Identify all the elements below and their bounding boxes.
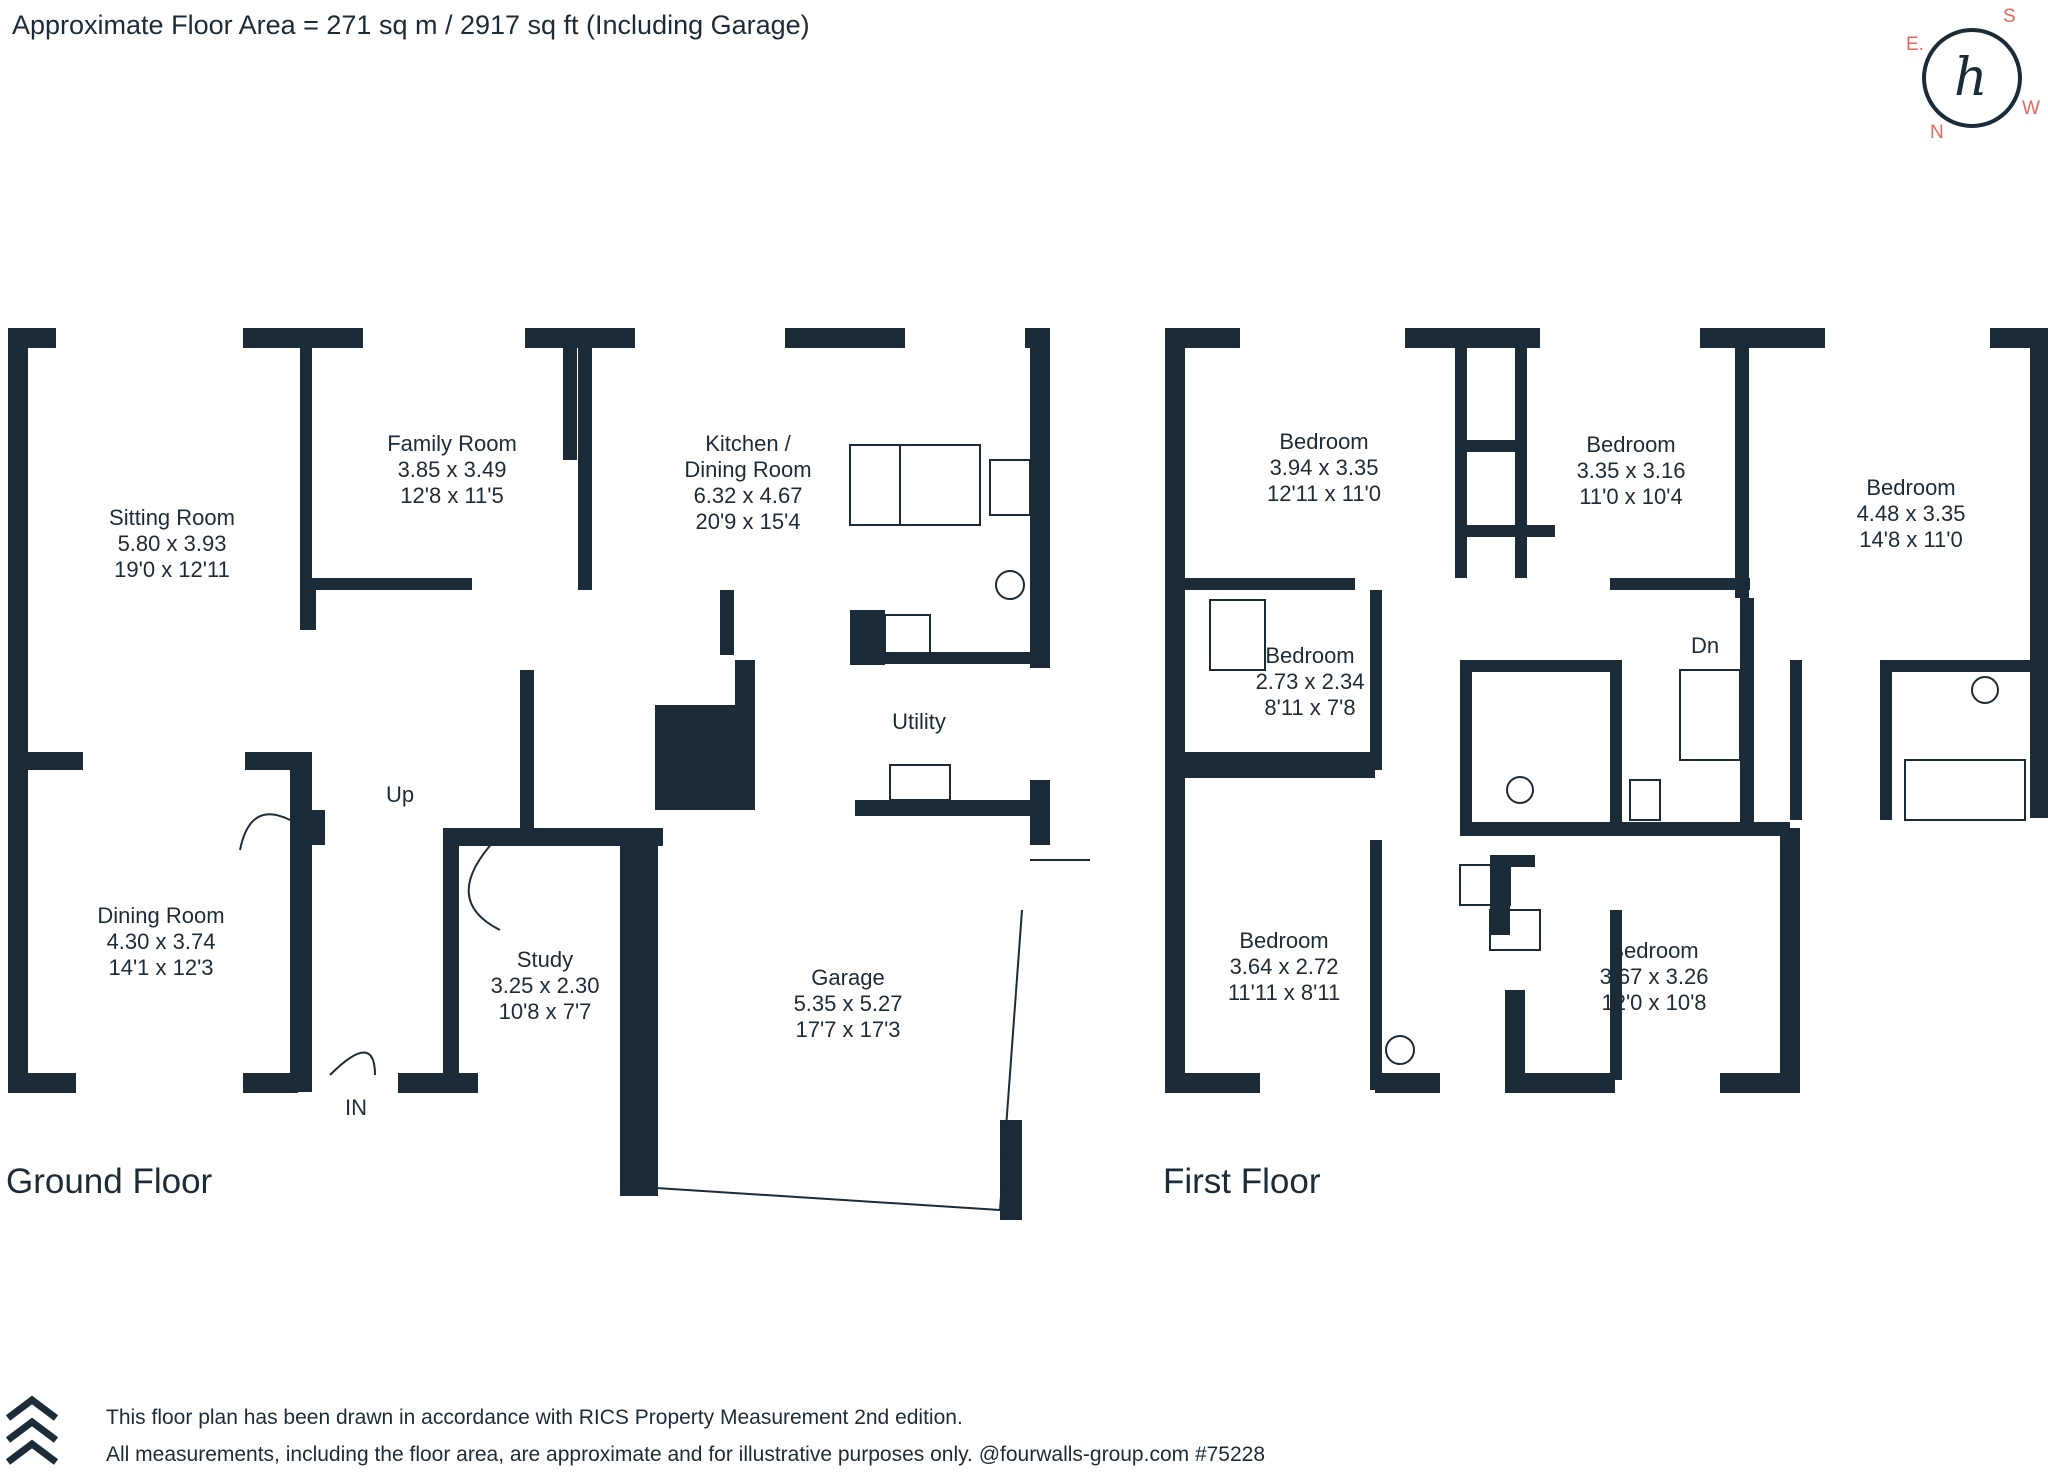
room-family-imperial: 12'8 x 11'5 (400, 483, 503, 508)
bedroom-5-imperial: 11'11 x 8'11 (1228, 980, 1340, 1005)
room-kitchen-name: Kitchen / (705, 431, 791, 456)
bedroom-3-name: Bedroom (1866, 475, 1955, 500)
footer-disclaimer: All measurements, including the floor ar… (106, 1443, 1266, 1466)
room-family-name: Family Room (387, 431, 517, 456)
fourwalls-logo-icon (5, 1395, 59, 1465)
room-garage-imperial: 17'7 x 17'3 (795, 1017, 900, 1042)
bedroom-3-imperial: 14'8 x 11'0 (1859, 527, 1962, 552)
brand-h-logo: h (1954, 48, 1988, 108)
compass-west: W (2022, 98, 2040, 119)
floor-area-heading: Approximate Floor Area = 271 sq m / 2917… (12, 10, 810, 40)
room-garage-metric: 5.35 x 5.27 (794, 991, 903, 1016)
entrance-label: IN (345, 1095, 367, 1120)
first-floor-room-labels: Bedroom 3.94 x 3.35 12'11 x 11'0 Bedroom… (1228, 429, 1966, 1015)
room-family-metric: 3.85 x 3.49 (398, 457, 507, 482)
ground-floor-details (239, 444, 1090, 1211)
bedroom-1-imperial: 12'11 x 11'0 (1267, 481, 1381, 506)
bedroom-1-name: Bedroom (1279, 429, 1368, 454)
first-floor-walls (1165, 328, 2048, 1093)
bedroom-2-name: Bedroom (1586, 432, 1675, 457)
compass-ring (1922, 28, 2022, 128)
bedroom-1-metric: 3.94 x 3.35 (1270, 455, 1379, 480)
bedroom-3-metric: 4.48 x 3.35 (1857, 501, 1966, 526)
footer-rics-note: This floor plan has been drawn in accord… (106, 1406, 963, 1429)
room-kitchen-name2: Dining Room (684, 457, 811, 482)
room-dining-imperial: 14'1 x 12'3 (108, 955, 213, 980)
room-sitting-metric: 5.80 x 3.93 (118, 531, 227, 556)
bedroom-2-imperial: 11'0 x 10'4 (1579, 484, 1682, 509)
bedroom-4-metric: 2.73 x 2.34 (1256, 669, 1365, 694)
stairs-down-label: Dn (1691, 633, 1719, 658)
bedroom-5-name: Bedroom (1239, 928, 1328, 953)
stairs-up-label: Up (386, 782, 414, 807)
compass-south: S (2003, 6, 2016, 27)
room-study-metric: 3.25 x 2.30 (491, 973, 600, 998)
ground-floor-walls (8, 328, 1050, 1220)
room-dining-metric: 4.30 x 3.74 (107, 929, 216, 954)
compass-east: E. (1906, 34, 1924, 55)
room-sitting-name: Sitting Room (109, 505, 235, 530)
first-floor-title: First Floor (1163, 1162, 1321, 1201)
first-floor-details (1209, 599, 2026, 1065)
room-study-name: Study (517, 947, 573, 972)
compass-logo: h E. S W N (1900, 6, 2040, 143)
room-sitting-imperial: 19'0 x 12'11 (114, 557, 230, 582)
compass-north: N (1930, 122, 1944, 143)
ground-floor-title: Ground Floor (6, 1162, 213, 1201)
room-kitchen-imperial: 20'9 x 15'4 (695, 509, 800, 534)
bedroom-4-name: Bedroom (1265, 643, 1354, 668)
bedroom-4-imperial: 8'11 x 7'8 (1264, 695, 1355, 720)
bedroom-2-metric: 3.35 x 3.16 (1577, 458, 1686, 483)
bedroom-6-metric: 3.67 x 3.26 (1600, 964, 1709, 989)
room-garage-name: Garage (811, 965, 884, 990)
utility-label: Utility (892, 709, 946, 734)
bedroom-6-name: Bedroom (1609, 938, 1698, 963)
bedroom-5-metric: 3.64 x 2.72 (1230, 954, 1339, 979)
room-study-imperial: 10'8 x 7'7 (499, 999, 592, 1024)
bedroom-6-imperial: 12'0 x 10'8 (1601, 990, 1706, 1015)
ground-floor-room-labels: Sitting Room 5.80 x 3.93 19'0 x 12'11 Fa… (97, 431, 945, 1120)
room-dining-name: Dining Room (97, 903, 224, 928)
room-kitchen-metric: 6.32 x 4.67 (694, 483, 803, 508)
